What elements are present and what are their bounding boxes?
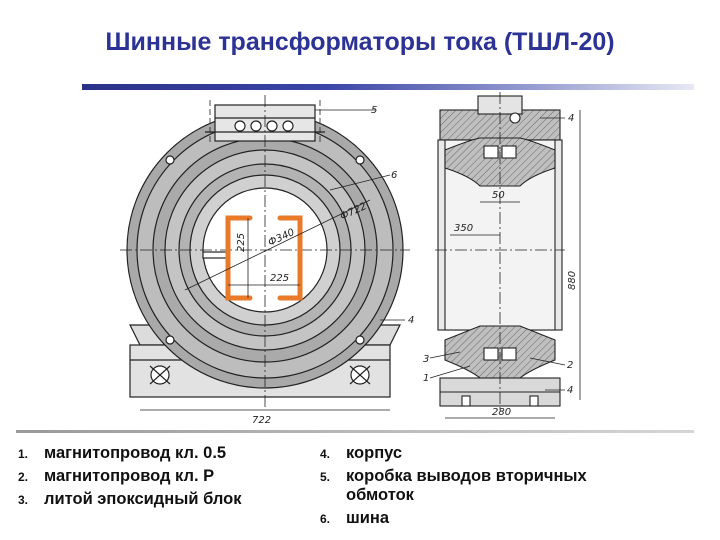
dim-350: 350 — [454, 223, 473, 234]
legend-item: 4. корпус — [316, 444, 646, 463]
side-dimensions — [429, 110, 581, 419]
bus-bar-left — [225, 215, 253, 301]
callout-6: 6 — [391, 170, 397, 181]
slide-title: Шинные трансформаторы тока (ТШЛ-20) — [105, 28, 615, 56]
callout-4-side-bottom: 4 — [567, 385, 573, 396]
legend-text: магнитопровод кл. 0.5 — [44, 444, 227, 462]
legend-text: коробка выводов вторичных обмоток — [346, 467, 587, 504]
legend-number: 5. — [320, 470, 331, 484]
callout-2: 2 — [567, 360, 573, 371]
front-dimensions — [140, 109, 405, 411]
callout-5: 5 — [371, 105, 377, 116]
title-divider — [82, 84, 694, 90]
dim-280: 280 — [492, 407, 511, 418]
legend-item: 1. магнитопровод кл. 0.5 — [14, 444, 314, 463]
bus-bar — [225, 215, 303, 301]
legend-text: корпус — [346, 444, 403, 462]
legend-item: 2. магнитопровод кл. Р — [14, 467, 314, 486]
legend-divider — [16, 430, 694, 433]
dim-880: 880 — [567, 271, 578, 290]
legend-list-left: 1. магнитопровод кл. 0.5 2. магнитопровод … — [14, 444, 314, 513]
callout-4-front: 4 — [408, 315, 414, 326]
callout-4-side-top: 4 — [568, 113, 574, 124]
legend-number: 1. — [18, 447, 29, 461]
legend-text: литой эпоксидный блок — [44, 490, 242, 508]
front-view — [120, 95, 410, 410]
dim-overall-width: 722 — [252, 415, 271, 426]
legend-item: 6. шина — [316, 509, 646, 528]
legend-list-right: 4. корпус 5. коробка выводов вторичных обм… — [316, 444, 646, 532]
legend-item: 5. коробка выводов вторичных обмоток — [316, 467, 646, 505]
side-view — [435, 92, 565, 412]
legend-number: 4. — [320, 447, 331, 461]
callout-1: 1 — [423, 373, 429, 384]
legend-text: шина — [346, 509, 390, 527]
dim-bus-height: 225 — [236, 233, 247, 252]
legend-number: 3. — [18, 493, 29, 507]
legend-item: 3. литой эпоксидный блок — [14, 490, 314, 509]
legend-text: магнитопровод кл. Р — [44, 467, 215, 485]
legend-number: 6. — [320, 512, 331, 526]
dim-50: 50 — [492, 190, 505, 201]
dim-bus-width: 225 — [270, 273, 289, 284]
bus-bar-right — [277, 215, 303, 301]
bus-bolt — [202, 251, 228, 259]
legend-number: 2. — [18, 470, 29, 484]
transformer-drawing: Ф722 Ф340 225 225 722 5 6 4 — [120, 92, 581, 426]
callout-3: 3 — [423, 354, 429, 365]
